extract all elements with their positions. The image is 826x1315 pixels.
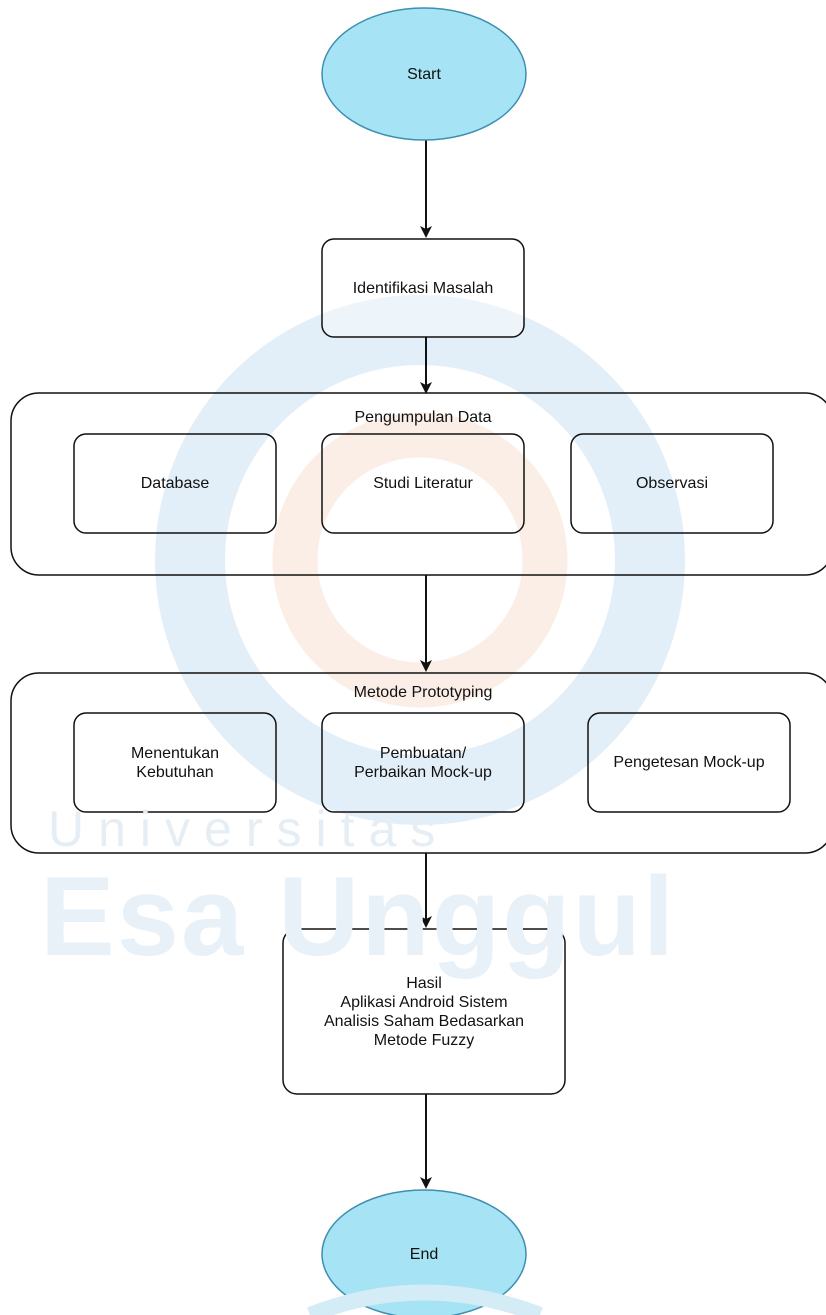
pengetesan-label: Pengetesan Mock-up <box>613 754 765 771</box>
studi-box <box>321 433 525 534</box>
studi-label: Studi Literatur <box>373 475 473 492</box>
watermark-ring-inner <box>272 412 568 708</box>
pengetesan-box <box>587 712 791 813</box>
menentukan-label: Menentukan Kebutuhan <box>130 744 220 781</box>
database-label: Database <box>140 475 210 492</box>
identifikasi-box <box>321 238 525 338</box>
prototyping-group <box>10 672 826 854</box>
observasi-label: Observasi <box>635 475 709 492</box>
watermark-ring-outer <box>155 295 685 825</box>
start-terminal <box>321 7 527 141</box>
watermark-arc-bottom <box>307 1284 543 1315</box>
database-box <box>73 433 277 534</box>
prototyping-title: Metode Prototyping <box>353 684 493 701</box>
pembuatan-label: Pembuatan/ Perbaikan Mock-up <box>354 744 492 781</box>
pengumpulan-group <box>10 392 826 576</box>
hasil-label: Hasil Aplikasi Android Sistem Analisis S… <box>323 974 525 1049</box>
menentukan-box <box>73 712 277 813</box>
watermark-line2: Esa Unggul <box>40 854 677 979</box>
start-label: Start <box>407 65 441 83</box>
observasi-box <box>570 433 774 534</box>
watermark-line1: Universitas <box>48 801 450 857</box>
hasil-box <box>282 928 566 1095</box>
pembuatan-box <box>321 712 525 813</box>
identifikasi-label: Identifikasi Masalah <box>352 279 494 297</box>
pengumpulan-title: Pengumpulan Data <box>354 409 492 426</box>
end-terminal <box>321 1189 527 1315</box>
watermark-logo <box>155 295 685 825</box>
end-label: End <box>409 1245 439 1263</box>
